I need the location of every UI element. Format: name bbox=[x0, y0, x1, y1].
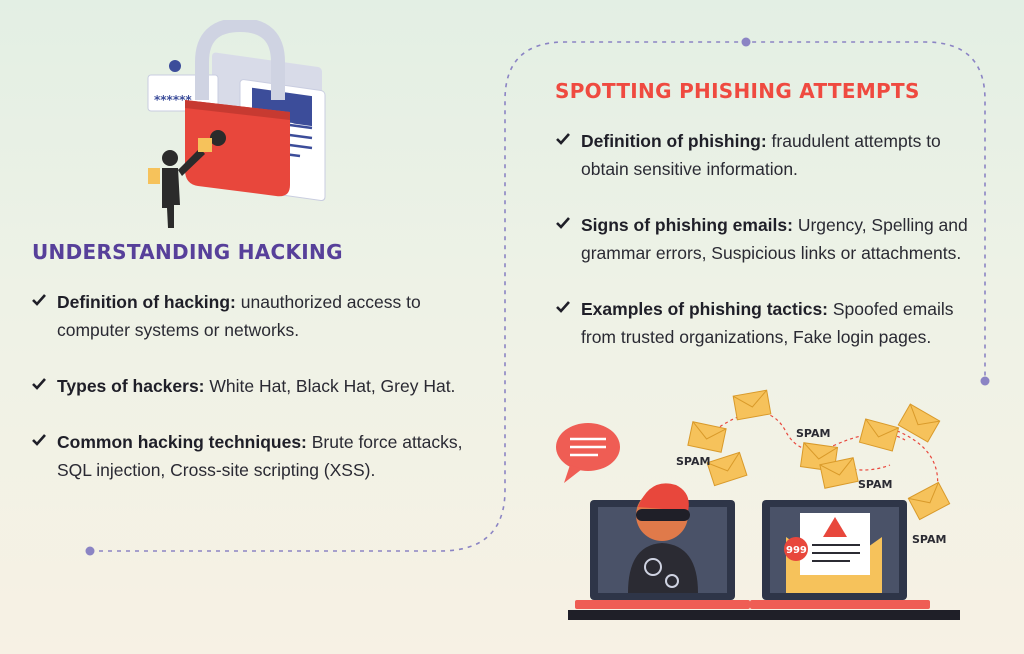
notification-count: 999 bbox=[786, 545, 807, 556]
item-text: fraudulent attempts to obtain sensitive … bbox=[581, 131, 941, 179]
spam-label: SPAM bbox=[912, 533, 946, 546]
understanding-hacking-title: UNDERSTANDING HACKING bbox=[32, 240, 343, 264]
connector-dot-end bbox=[980, 376, 990, 386]
envelope-icon bbox=[819, 457, 859, 489]
envelope-icon bbox=[858, 418, 900, 452]
item-text: White Hat, Black Hat, Grey Hat. bbox=[204, 376, 456, 396]
envelope-icon bbox=[687, 421, 727, 453]
list-item: Common hacking techniques: Brute force a… bbox=[31, 428, 481, 484]
envelope-icon bbox=[706, 451, 748, 487]
item-term: Definition of phishing: bbox=[581, 131, 767, 151]
spam-label: SPAM bbox=[796, 427, 830, 440]
list-item: Types of hackers: White Hat, Black Hat, … bbox=[31, 372, 481, 400]
list-item: Signs of phishing emails: Urgency, Spell… bbox=[555, 211, 975, 267]
item-term: Common hacking techniques: bbox=[57, 432, 307, 452]
password-mask-text: ****** bbox=[154, 93, 192, 107]
checkmark-icon bbox=[32, 434, 46, 446]
item-term: Examples of phishing tactics: bbox=[581, 299, 828, 319]
envelope-icon bbox=[732, 389, 772, 421]
hacker-laptop bbox=[575, 483, 750, 609]
item-text: Urgency, Spelling and grammar errors, Su… bbox=[581, 215, 968, 263]
spotting-phishing-title: SPOTTING PHISHING ATTEMPTS bbox=[555, 79, 920, 103]
envelope-icon bbox=[907, 481, 951, 521]
item-text: Brute force attacks, SQL injection, Cros… bbox=[57, 432, 463, 480]
list-item: Definition of hacking: unauthorized acce… bbox=[31, 288, 481, 344]
speech-bubble-icon bbox=[556, 423, 620, 483]
spam-laptop: 999 bbox=[750, 500, 930, 609]
list-item: Definition of phishing: fraudulent attem… bbox=[555, 127, 975, 183]
hacking-points-list: Definition of hacking: unauthorized acce… bbox=[31, 288, 481, 512]
phishing-laptops-illustration: SPAM SPAM SPAM SPAM 999 bbox=[556, 389, 960, 620]
spam-label: SPAM bbox=[858, 478, 892, 491]
checkmark-icon bbox=[556, 133, 570, 145]
checkmark-icon bbox=[32, 378, 46, 390]
phishing-points-list: Definition of phishing: fraudulent attem… bbox=[555, 127, 975, 379]
item-text: unauthorized access to computer systems … bbox=[57, 292, 421, 340]
connector-dot-top bbox=[741, 37, 751, 47]
item-term: Types of hackers: bbox=[57, 376, 205, 396]
item-term: Signs of phishing emails: bbox=[581, 215, 793, 235]
item-text: Spoofed emails from trusted organization… bbox=[581, 299, 954, 347]
item-term: Definition of hacking: bbox=[57, 292, 236, 312]
checkmark-icon bbox=[556, 217, 570, 229]
envelope-icon bbox=[897, 403, 941, 443]
checkmark-icon bbox=[32, 294, 46, 306]
checkmark-icon bbox=[556, 301, 570, 313]
padlock-hacker-illustration: $842 ****** bbox=[147, 20, 326, 228]
spam-label: SPAM bbox=[676, 455, 710, 468]
connector-dot-start bbox=[85, 546, 95, 556]
list-item: Examples of phishing tactics: Spoofed em… bbox=[555, 295, 975, 351]
